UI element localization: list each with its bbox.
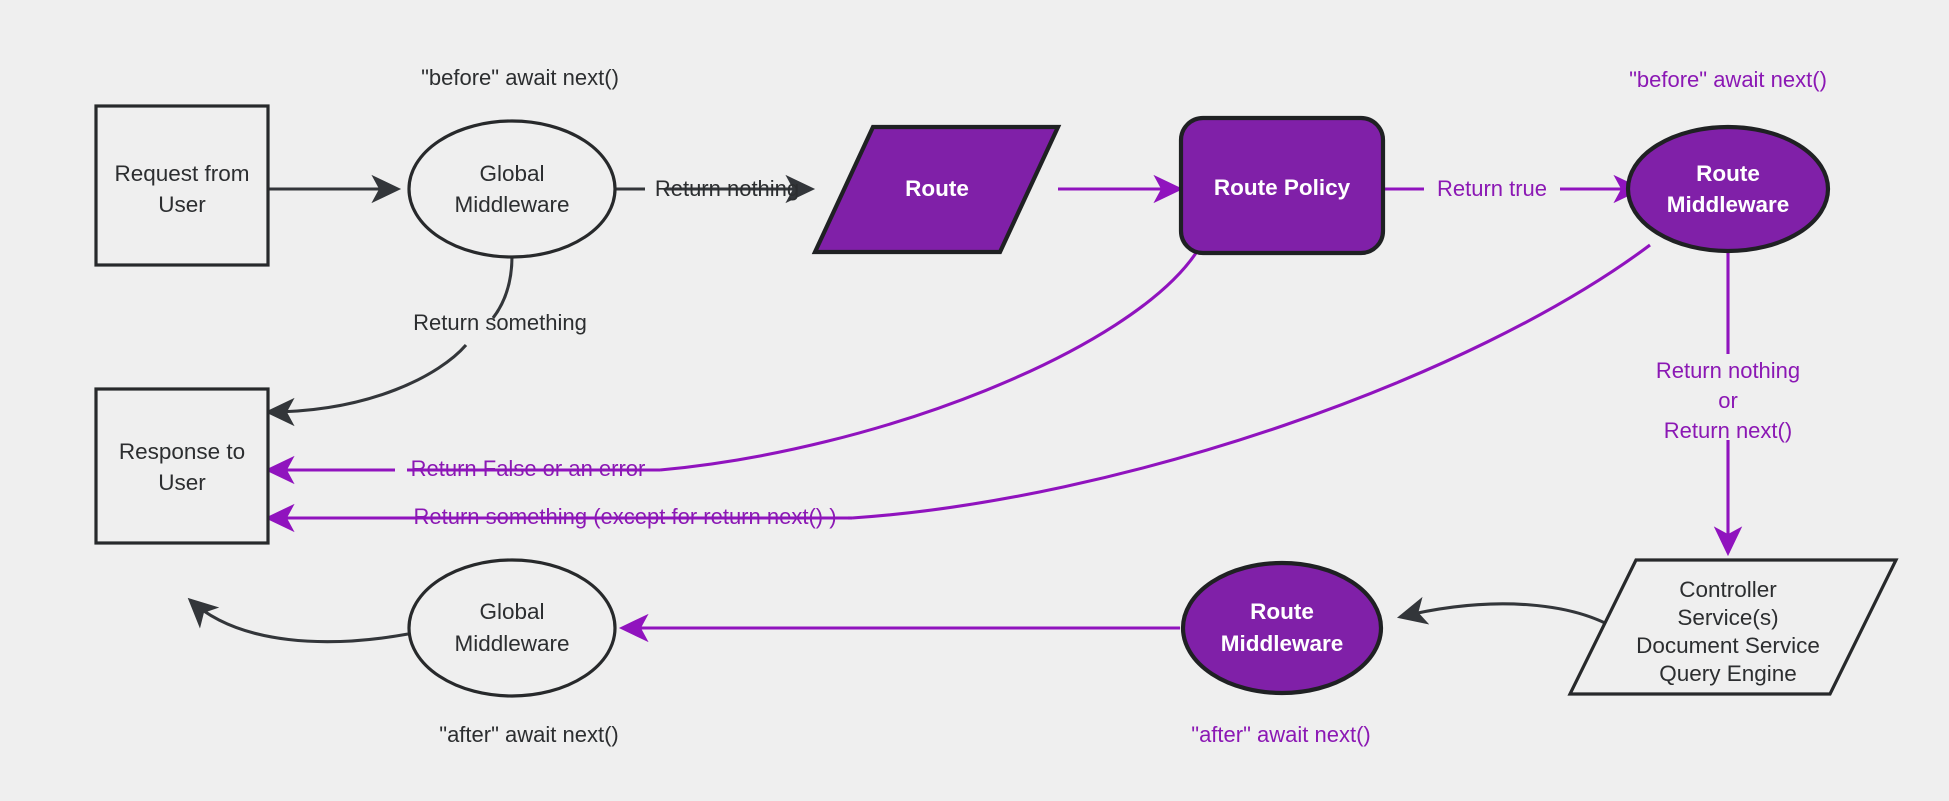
annotation-after-await-next-route: "after" await next() bbox=[1191, 722, 1370, 747]
request-from-user-box bbox=[94, 104, 270, 267]
route-middleware-bottom-ellipse bbox=[1180, 560, 1384, 696]
edge-label-return-nothing-or-line1: Return nothing bbox=[1656, 358, 1800, 383]
edge-label-return-false-or-error: Return False or an error bbox=[411, 456, 646, 481]
global-middleware-bottom-ellipse bbox=[407, 558, 617, 698]
annotation-after-await-next-global: "after" await next() bbox=[439, 722, 618, 747]
edge-label-return-nothing-or-line3: Return next() bbox=[1664, 418, 1792, 443]
response-to-user-label-line2: User bbox=[158, 470, 206, 495]
global-middleware-top-label-line1: Global bbox=[479, 161, 544, 186]
node-route-middleware-top[interactable]: Route Middleware bbox=[1625, 124, 1831, 254]
edge-global-middleware-bottom-to-response bbox=[187, 597, 409, 644]
edge-label-return-true: Return true bbox=[1437, 176, 1547, 201]
edge-label-return-nothing-or-line2: or bbox=[1718, 388, 1738, 413]
node-response-to-user[interactable]: Response to User bbox=[94, 387, 270, 545]
response-to-user-label-line1: Response to bbox=[119, 439, 245, 464]
node-route-policy[interactable]: Route Policy bbox=[1178, 115, 1386, 256]
route-label: Route bbox=[905, 176, 969, 201]
node-route[interactable]: Route bbox=[811, 124, 1062, 255]
request-from-user-label-line1: Request from bbox=[114, 161, 249, 186]
route-parallelogram bbox=[811, 124, 1062, 255]
global-middleware-bottom-label-line2: Middleware bbox=[454, 631, 569, 656]
route-middleware-top-label-line2: Middleware bbox=[1667, 192, 1790, 217]
edge-route-policy-to-response-curve bbox=[659, 252, 1198, 472]
route-policy-box bbox=[1178, 115, 1386, 256]
route-policy-label: Route Policy bbox=[1214, 175, 1351, 200]
controller-label-line2: Service(s) bbox=[1677, 605, 1778, 630]
node-global-middleware-top[interactable]: Global Middleware bbox=[407, 119, 617, 259]
node-route-middleware-bottom[interactable]: Route Middleware bbox=[1180, 560, 1384, 696]
edge-label-return-something: Return something bbox=[413, 310, 587, 335]
route-middleware-bottom-label-line2: Middleware bbox=[1221, 631, 1344, 656]
node-request-from-user[interactable]: Request from User bbox=[94, 104, 270, 267]
edge-label-return-something-except: Return something (except for return next… bbox=[413, 504, 836, 529]
edge-route-middleware-to-response-curve bbox=[851, 243, 1651, 520]
route-middleware-top-label-line1: Route bbox=[1696, 161, 1760, 186]
global-middleware-top-label-line2: Middleware bbox=[454, 192, 569, 217]
edge-global-middleware-return-something-upper bbox=[491, 255, 514, 319]
controller-parallelogram bbox=[1567, 558, 1899, 696]
route-middleware-top-ellipse bbox=[1625, 124, 1831, 254]
edge-label-return-nothing: Return nothing bbox=[655, 176, 799, 201]
global-middleware-bottom-label-line1: Global bbox=[479, 599, 544, 624]
node-controller-services[interactable]: Controller Service(s) Document Service Q… bbox=[1567, 558, 1899, 696]
node-global-middleware-bottom[interactable]: Global Middleware bbox=[407, 558, 617, 698]
annotation-before-await-next-route: "before" await next() bbox=[1629, 67, 1827, 92]
request-from-user-label-line2: User bbox=[158, 192, 206, 217]
controller-label-line3: Document Service bbox=[1636, 633, 1820, 658]
annotation-before-await-next-global: "before" await next() bbox=[421, 65, 619, 90]
controller-label-line1: Controller bbox=[1679, 577, 1777, 602]
route-middleware-bottom-label-line1: Route bbox=[1250, 599, 1314, 624]
controller-label-line4: Query Engine bbox=[1659, 661, 1797, 686]
edge-controller-to-route-middleware-bottom bbox=[1396, 596, 1629, 639]
response-to-user-box bbox=[94, 387, 270, 545]
edge-global-middleware-return-something-lower bbox=[264, 343, 468, 427]
global-middleware-top-ellipse bbox=[407, 119, 617, 259]
